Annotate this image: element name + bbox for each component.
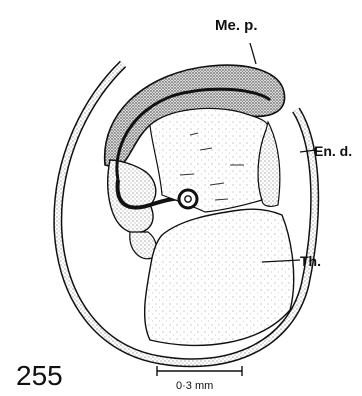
scale-bar: 0·3 mm (157, 366, 242, 392)
label-end: En. d. (314, 143, 352, 159)
endoderm-mass (150, 108, 268, 212)
head-lobe (108, 160, 156, 233)
figure-number: 255 (16, 360, 63, 391)
lower-body (145, 209, 294, 345)
scale-bar-label: 0·3 mm (176, 380, 213, 392)
leader-mep (250, 43, 256, 64)
label-mep: Me. p. (215, 17, 258, 34)
optic-ring-inner (185, 196, 191, 202)
label-th: Th. (300, 253, 321, 269)
